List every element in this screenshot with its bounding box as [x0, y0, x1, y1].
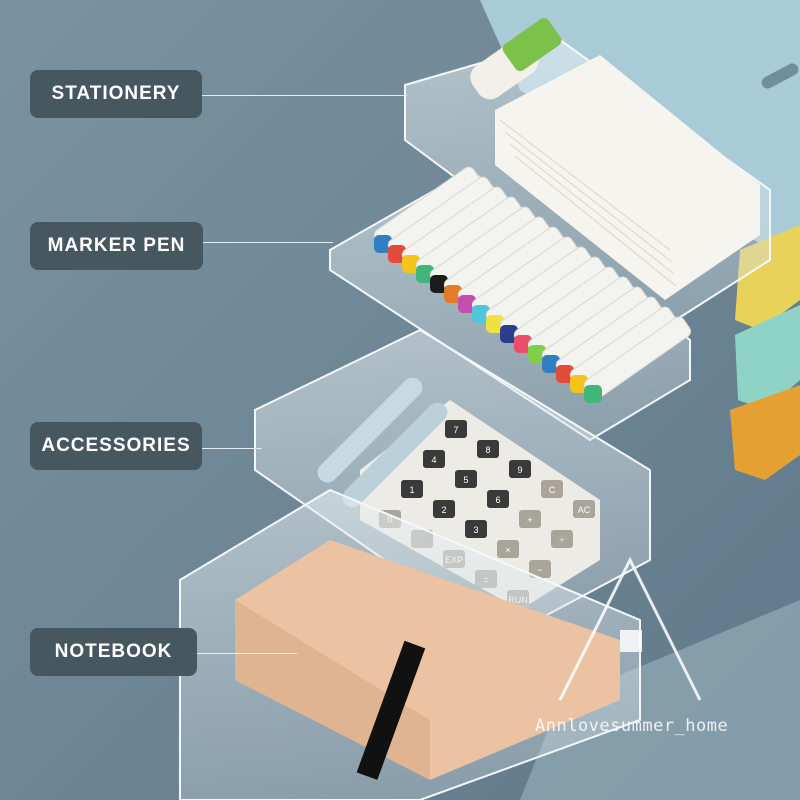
- calc-key-label: 8: [485, 445, 490, 455]
- leader-marker-pen: [203, 242, 333, 243]
- calc-key-label: 2: [441, 505, 446, 515]
- label-accessories: ACCESSORIES: [30, 422, 202, 470]
- watermark-logo: [558, 556, 702, 701]
- leader-notebook: [197, 653, 297, 654]
- calc-key-label: AC: [578, 505, 591, 515]
- drawer-blue-slot: [761, 63, 799, 89]
- calc-key: [423, 450, 445, 468]
- calc-key: [455, 470, 477, 488]
- calc-key: [519, 510, 541, 528]
- marker-cap: [416, 265, 434, 283]
- watermark-text: Annlovesummer_home: [535, 716, 729, 736]
- calc-key: [497, 540, 519, 558]
- calc-key-label: 7: [453, 425, 458, 435]
- calc-key-label: 6: [495, 495, 500, 505]
- calc-key: [573, 500, 595, 518]
- marker-cap: [388, 245, 406, 263]
- marker-cap: [472, 305, 490, 323]
- calc-key: [401, 480, 423, 498]
- calculator: [360, 400, 600, 610]
- calc-key: [465, 520, 487, 538]
- drawer-notebook: [179, 488, 641, 800]
- pen-1: [317, 377, 423, 483]
- marker-cap: [458, 295, 476, 313]
- calc-key-label: 5: [463, 475, 468, 485]
- calc-key: [551, 530, 573, 548]
- calc-key: [433, 500, 455, 518]
- marker-pens: [373, 166, 692, 403]
- label-marker-pen: MARKER PEN: [30, 222, 203, 270]
- marker-cap: [556, 365, 574, 383]
- calc-key-label: C: [549, 485, 556, 495]
- marker-cap: [430, 275, 448, 293]
- calc-key: [529, 560, 551, 578]
- marker-cap: [542, 355, 560, 373]
- marker-cap: [500, 325, 518, 343]
- calc-key-label: 9: [517, 465, 522, 475]
- drawer-mint: [735, 305, 800, 410]
- marker-cap: [374, 235, 392, 253]
- drawer-stationery: [404, 18, 771, 332]
- notebook-strap: [356, 640, 426, 780]
- marker-cap: [486, 315, 504, 333]
- calc-key-label: ×: [505, 545, 510, 555]
- leader-accessories: [202, 448, 262, 449]
- calc-key-label: ÷: [560, 535, 565, 545]
- calc-key: [509, 460, 531, 478]
- note-pad: [495, 55, 760, 300]
- drawer-marker-pen: [329, 166, 692, 442]
- marker-cap: [528, 345, 546, 363]
- drawer-orange: [730, 385, 800, 480]
- marker-cap: [570, 375, 588, 393]
- pen-2: [342, 402, 448, 508]
- marker-cap: [444, 285, 462, 303]
- marker-cap: [584, 385, 602, 403]
- calc-key-label: −: [537, 565, 542, 575]
- calc-key: [445, 420, 467, 438]
- floor-light: [520, 600, 800, 800]
- calc-key-label: 1: [409, 485, 414, 495]
- calc-key: [477, 440, 499, 458]
- calc-key-label: 3: [473, 525, 478, 535]
- calc-key: [541, 480, 563, 498]
- calc-key-label: 4: [431, 455, 436, 465]
- calc-key-label: +: [527, 515, 532, 525]
- calc-key: [487, 490, 509, 508]
- marker-cap: [402, 255, 420, 273]
- marker-cap: [514, 335, 532, 353]
- leader-stationery: [202, 95, 407, 96]
- label-stationery: STATIONERY: [30, 70, 202, 118]
- label-notebook: NOTEBOOK: [30, 628, 197, 676]
